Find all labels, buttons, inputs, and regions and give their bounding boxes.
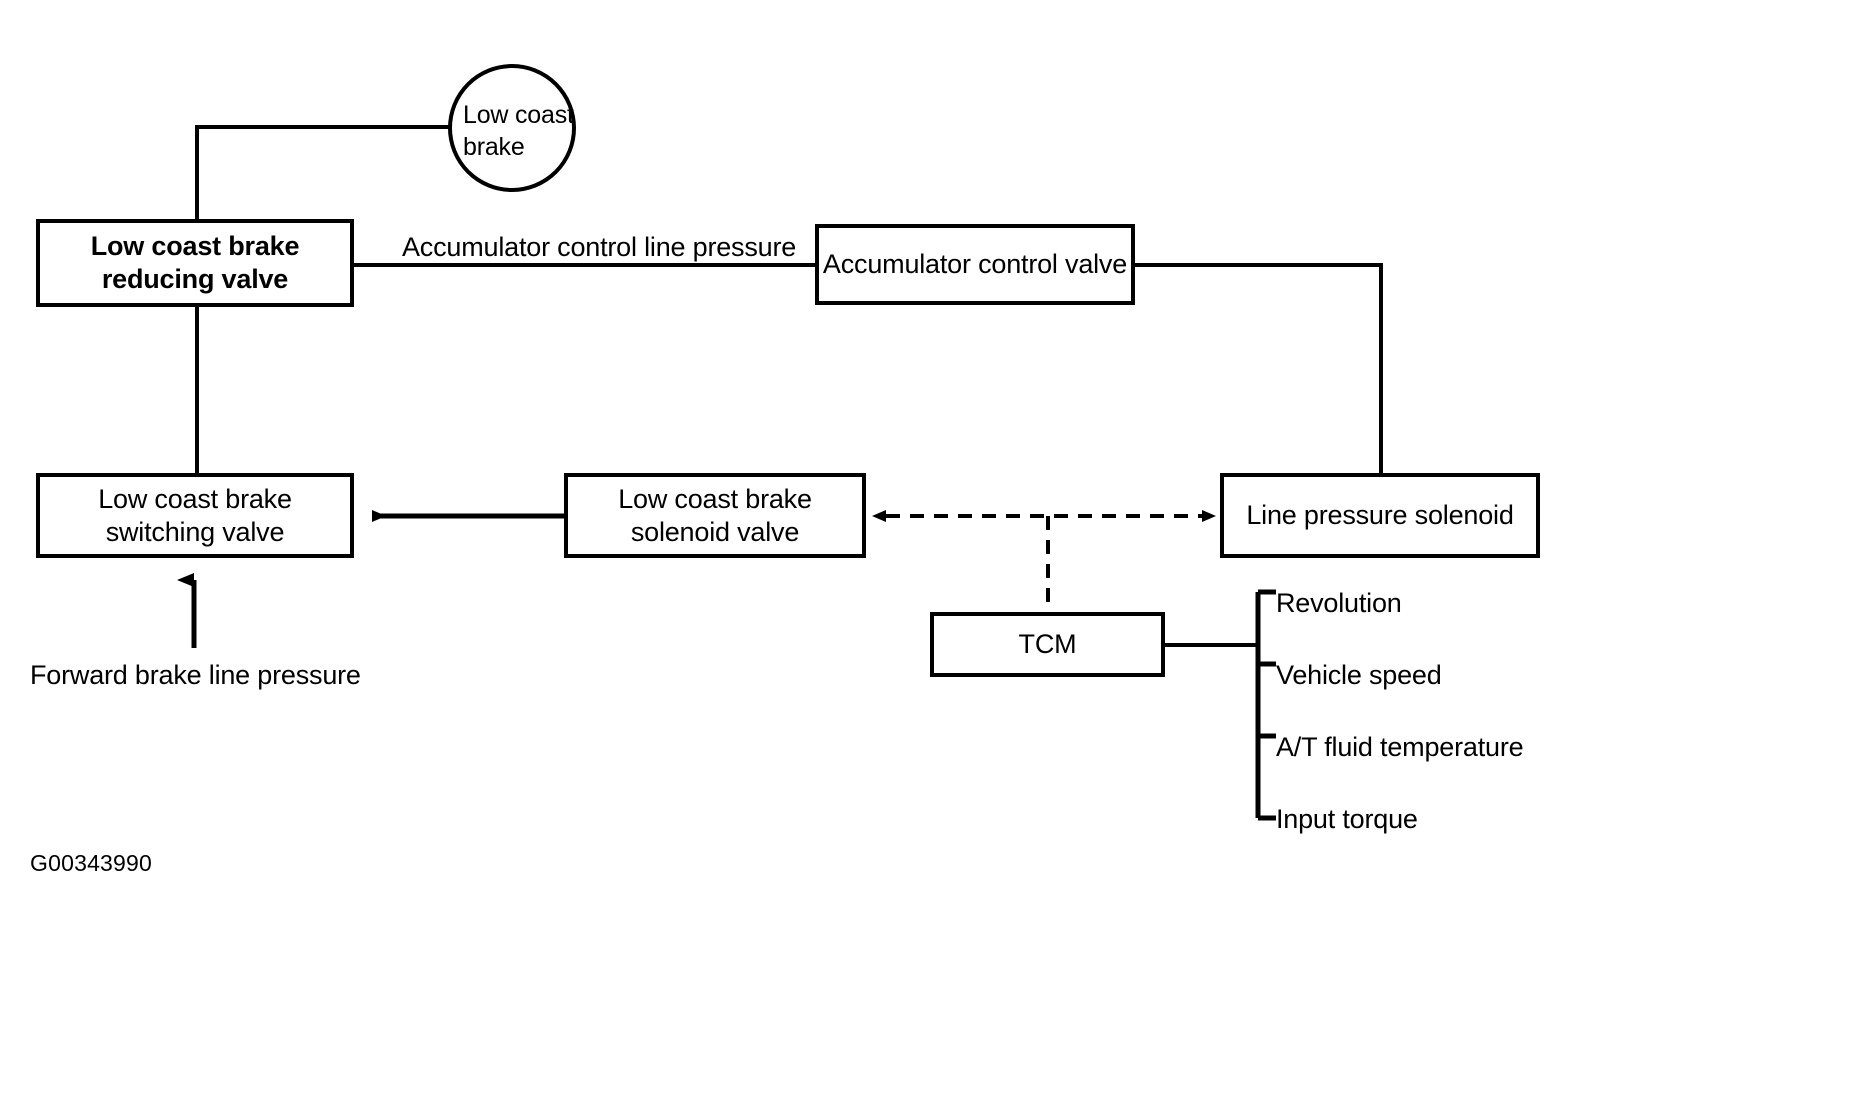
circle-label-low-coast-brake: Low coast brake xyxy=(463,101,574,161)
box-label-line-pressure-solenoid: Line pressure solenoid xyxy=(1246,500,1514,531)
label-forward-brake-line-pressure: Forward brake line pressure xyxy=(30,660,361,690)
tcm-input-vehicle-speed: Vehicle speed xyxy=(1276,660,1442,690)
box-label-reducing-valve: Low coast brake reducing valve xyxy=(90,231,300,294)
box-label-switching-valve: Low coast brake switching valve xyxy=(98,483,292,547)
tcm-input-input-torque: Input torque xyxy=(1276,804,1418,834)
figure-id-code: G00343990 xyxy=(30,850,153,876)
connector-accumulator-control-valve-to-line-pressure-solenoid xyxy=(1133,263,1383,475)
connector-reducing-valve-to-low-coast-brake xyxy=(195,125,450,221)
label-accumulator-control-line-pressure: Accumulator control line pressure xyxy=(402,232,797,262)
box-label-accumulator-control-valve: Accumulator control valve xyxy=(822,249,1128,280)
tcm-input-at-fluid-temperature: A/T fluid temperature xyxy=(1276,732,1524,762)
box-label-tcm: TCM xyxy=(1018,629,1077,660)
tcm-input-revolution: Revolution xyxy=(1276,588,1402,618)
box-label-solenoid-valve: Low coast brake solenoid valve xyxy=(618,483,812,547)
